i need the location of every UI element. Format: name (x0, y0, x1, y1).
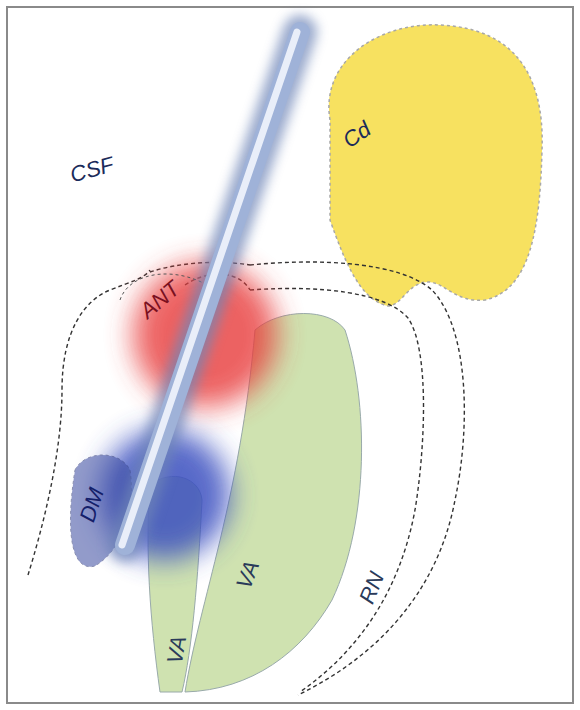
nucleus-outlines (28, 262, 464, 695)
caudate-region (329, 25, 542, 306)
frame (7, 7, 573, 703)
dbs-electrode (122, 32, 300, 545)
region-label: VA (164, 634, 191, 666)
